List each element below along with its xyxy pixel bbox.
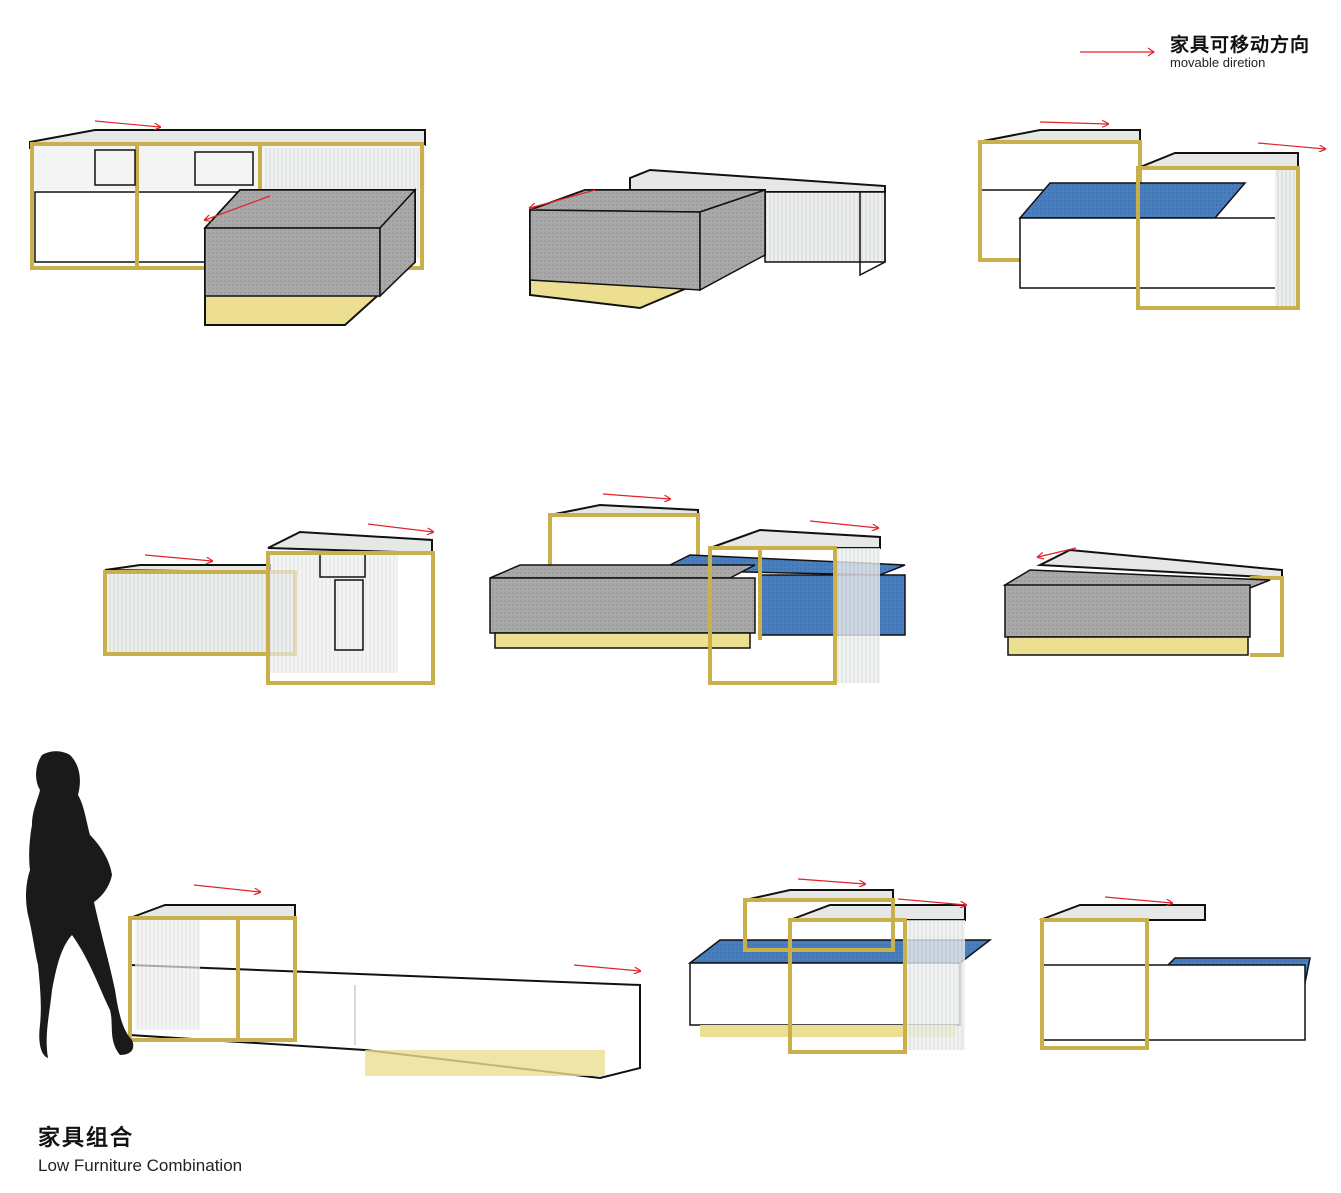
combo-6 <box>1002 547 1284 657</box>
combo-3 <box>977 122 1325 310</box>
caption: 家具组合 Low Furniture Combination <box>38 1120 242 1176</box>
combo-1 <box>29 120 426 326</box>
legend-title-cn: 家具可移动方向 <box>1170 34 1311 56</box>
combo-2 <box>530 168 886 310</box>
combo-9 <box>1039 896 1311 1050</box>
combo-8 <box>687 878 993 1054</box>
red-arrow-icon <box>1080 47 1156 57</box>
legend: 家具可移动方向 movable diretion <box>1078 28 1328 78</box>
combo-5 <box>489 493 906 685</box>
combo-7 <box>128 884 640 1080</box>
caption-title-cn: 家具组合 <box>38 1126 135 1151</box>
caption-title-en: Low Furniture Combination <box>38 1156 243 1175</box>
combo-4 <box>103 523 435 685</box>
legend-title-en: movable diretion <box>1170 55 1266 70</box>
woman-silhouette <box>26 751 134 1058</box>
